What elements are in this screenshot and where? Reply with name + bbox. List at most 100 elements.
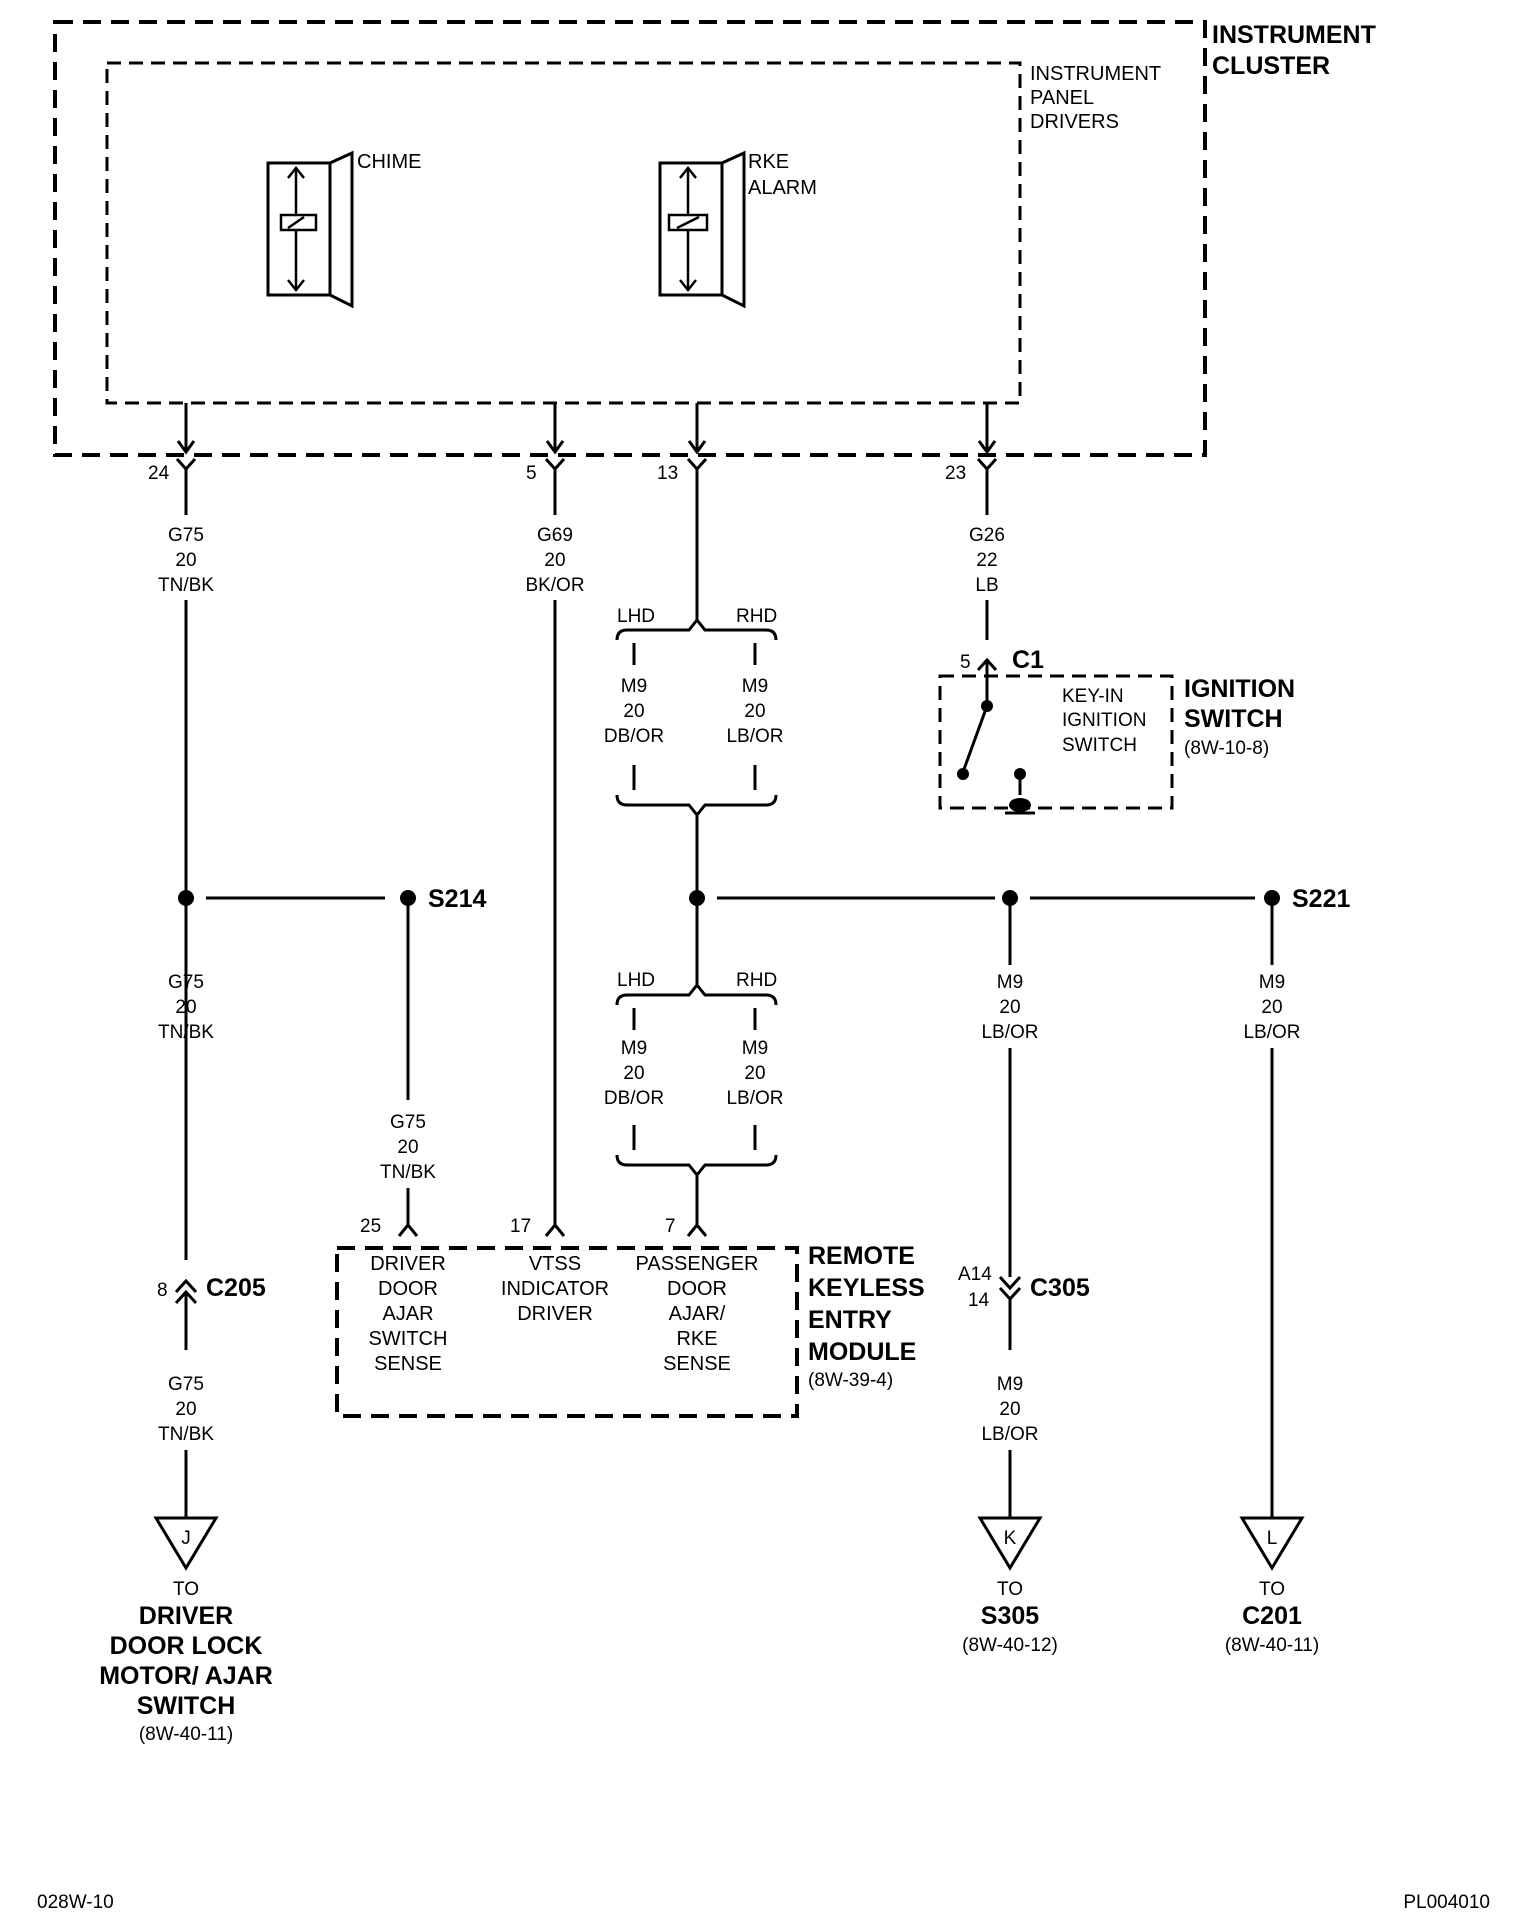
- wire-g69-color: BK/OR: [525, 575, 584, 596]
- rke-col3-line3: AJAR/: [669, 1303, 726, 1325]
- cluster-pin-5: [544, 403, 566, 515]
- wire-m9-k-code: M9: [997, 1374, 1023, 1395]
- wire-g75-s214-gauge: 20: [397, 1137, 418, 1158]
- wire-g69-gauge: 20: [544, 550, 565, 571]
- destination-k-letter: K: [1004, 1528, 1017, 1549]
- rke-module-title-4: MODULE: [808, 1338, 916, 1366]
- cluster-pin-13: [686, 403, 708, 620]
- wire-m9-lhd-top-gauge: 20: [623, 701, 644, 722]
- c1-connector-label: C1: [1012, 646, 1044, 674]
- wire-m9-rhd-bot-code: M9: [742, 1038, 768, 1059]
- wire-g69-code: G69: [537, 525, 573, 546]
- cluster-pin-23: [976, 403, 998, 515]
- wire-m9-mid-code: M9: [997, 972, 1023, 993]
- splice-s214-label: S214: [428, 885, 486, 913]
- rke-col3-line4: RKE: [676, 1328, 717, 1350]
- instrument-cluster-title: INSTRUMENT: [1212, 21, 1376, 49]
- pin-7-label: 7: [665, 1216, 676, 1237]
- option-rhd-top: RHD: [736, 606, 777, 627]
- rke-col2-line3: DRIVER: [517, 1303, 593, 1325]
- panel-drivers-label-2: PANEL: [1030, 87, 1094, 109]
- c1-pin-label: 5: [960, 652, 971, 673]
- wire-g75-s214-code: G75: [390, 1112, 426, 1133]
- wire-g75-s214-color: TN/BK: [380, 1162, 436, 1183]
- rke-alarm-label-2: ALARM: [748, 177, 817, 199]
- wire-m9-lhd-bot-gauge: 20: [623, 1063, 644, 1084]
- footer-left: 028W-10: [37, 1892, 114, 1913]
- wire-m9-lhd-top-color: DB/OR: [604, 726, 664, 747]
- c1-connector: [976, 657, 998, 705]
- wire-m9-rhd-bot-gauge: 20: [744, 1063, 765, 1084]
- chime-label: CHIME: [357, 151, 421, 173]
- wire-m9-s221-color: LB/OR: [1243, 1022, 1300, 1043]
- panel-drivers-box: [105, 61, 1022, 405]
- rke-module-box: [335, 1246, 799, 1418]
- splice-s214: [178, 890, 416, 1100]
- ignition-switch-ref: (8W-10-8): [1184, 738, 1269, 759]
- destination-k-icon: [977, 1516, 1043, 1571]
- wire-g26-gauge: 22: [976, 550, 997, 571]
- destination-j-to: TO: [173, 1579, 199, 1600]
- wire-g75-top-code: G75: [168, 525, 204, 546]
- option-lhd-bottom: LHD: [617, 970, 655, 991]
- footer-right: PL004010: [1403, 1892, 1490, 1913]
- wire-g75-mid-color: TN/BK: [158, 1022, 214, 1043]
- wire-g75-mid-gauge: 20: [175, 997, 196, 1018]
- rke-module-ref: (8W-39-4): [808, 1370, 893, 1391]
- wire-m9-rhd-top-color: LB/OR: [726, 726, 783, 747]
- wire-g26-color: LB: [975, 575, 998, 596]
- c305-pin-14: 14: [968, 1290, 990, 1311]
- panel-drivers-label: INSTRUMENT: [1030, 63, 1161, 85]
- destination-j-name-4: SWITCH: [137, 1692, 236, 1720]
- wire-m9-s221-gauge: 20: [1261, 997, 1282, 1018]
- wire-g75-top-gauge: 20: [175, 550, 196, 571]
- key-in-switch-icon: [957, 700, 1035, 815]
- pin-13-label: 13: [657, 463, 678, 484]
- rke-module-pins: [397, 1188, 708, 1237]
- option-rhd-bottom: RHD: [736, 970, 777, 991]
- rke-col2-line2: INDICATOR: [501, 1278, 609, 1300]
- rke-alarm-label: RKE: [748, 151, 789, 173]
- key-in-label-1: KEY-IN: [1062, 686, 1124, 707]
- splice-s221-label: S221: [1292, 885, 1350, 913]
- wire-g75-bot-color: TN/BK: [158, 1424, 214, 1445]
- c305-pin-a14: A14: [958, 1264, 992, 1285]
- pin-23-label: 23: [945, 463, 966, 484]
- wire-m9-rhd-top-code: M9: [742, 676, 768, 697]
- wire-g75-bot-gauge: 20: [175, 1399, 196, 1420]
- wire-m9-lhd-top-code: M9: [621, 676, 647, 697]
- option-bracket-bottom: [615, 898, 778, 1210]
- c205-connector: [174, 1278, 198, 1350]
- wire-m9-mid-color: LB/OR: [981, 1022, 1038, 1043]
- pin-24-label: 24: [148, 463, 170, 484]
- rke-col3-line5: SENSE: [663, 1353, 731, 1375]
- rke-col1-line5: SENSE: [374, 1353, 442, 1375]
- rke-module-title-2: KEYLESS: [808, 1274, 925, 1302]
- destination-l-to: TO: [1259, 1579, 1285, 1600]
- splice-s221: [689, 890, 1280, 985]
- option-bracket-top: [615, 617, 778, 890]
- key-in-label-3: SWITCH: [1062, 735, 1137, 756]
- rke-col1-line3: AJAR: [382, 1303, 433, 1325]
- wire-m9-lhd-bot-code: M9: [621, 1038, 647, 1059]
- wire-m9-rhd-bot-color: LB/OR: [726, 1088, 783, 1109]
- c205-label: C205: [206, 1274, 266, 1302]
- wire-g26-code: G26: [969, 525, 1005, 546]
- rke-col1-line4: SWITCH: [369, 1328, 448, 1350]
- destination-j-name-3: MOTOR/ AJAR: [99, 1662, 273, 1690]
- wire-g75-mid-code: G75: [168, 972, 204, 993]
- cluster-pin-24: [175, 403, 197, 515]
- rke-col2-line1: VTSS: [529, 1253, 581, 1275]
- wire-g75-top-color: TN/BK: [158, 575, 214, 596]
- wire-m9-mid-gauge: 20: [999, 997, 1020, 1018]
- wire-m9-k-color: LB/OR: [981, 1424, 1038, 1445]
- destination-k-name: S305: [981, 1602, 1039, 1630]
- wire-m9-s221-code: M9: [1259, 972, 1285, 993]
- destination-k-to: TO: [997, 1579, 1023, 1600]
- destination-l-icon: [1239, 1516, 1305, 1571]
- rke-col1-line1: DRIVER: [370, 1253, 446, 1275]
- destination-l-name: C201: [1242, 1602, 1302, 1630]
- destination-j-name-2: DOOR LOCK: [110, 1632, 263, 1660]
- ignition-switch-title-2: SWITCH: [1184, 705, 1283, 733]
- rke-col1-line2: DOOR: [378, 1278, 438, 1300]
